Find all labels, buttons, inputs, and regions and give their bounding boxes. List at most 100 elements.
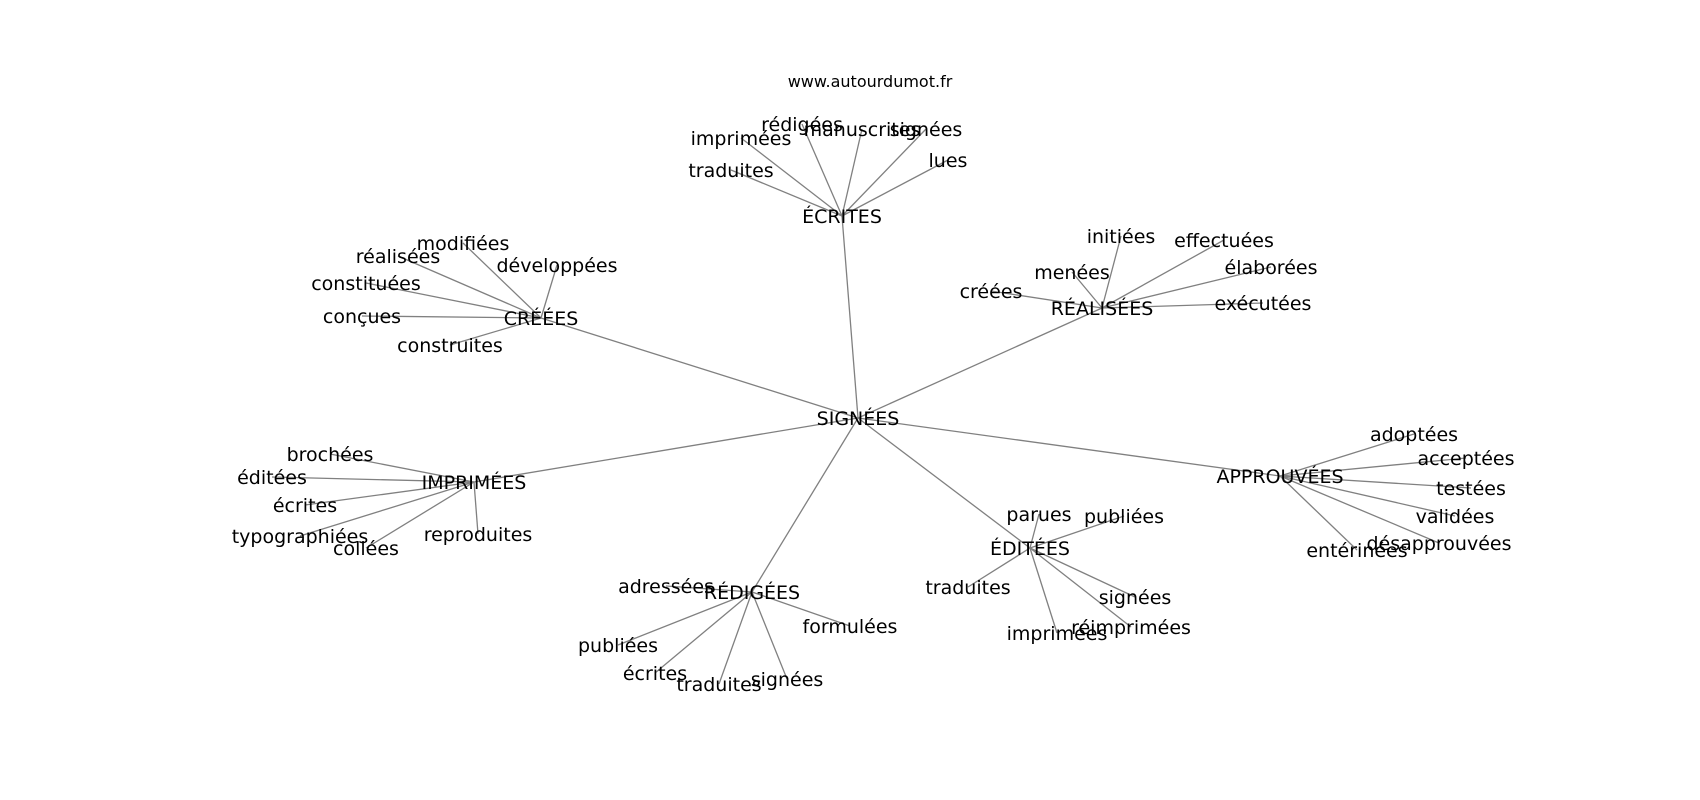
edge-cluster-to-leaf [1279,475,1358,551]
edge-cluster-to-leaf [540,264,558,319]
leaf-node-label: reproduites [424,524,533,546]
leaf-node-label: acceptées [1417,448,1514,470]
edge-cluster-to-leaf [473,481,479,535]
leaf-node-label: rédigées [761,114,843,136]
leaf-node-label: entérinées [1306,540,1407,562]
leaf-node-label: créées [960,281,1023,303]
leaf-node-label: désapprouvées [1367,533,1512,555]
edge-root-to-cluster [841,215,859,419]
leaf-node-label: testées [1436,478,1506,500]
leaf-node-label: réalisées [356,246,440,268]
leaf-node-label: signées [1099,587,1172,609]
edge-cluster-to-leaf [299,481,475,537]
leaf-node-label: traduites [676,674,761,696]
cluster-node-label: RÉDIGÉES [704,581,800,604]
edge-cluster-to-leaf [841,128,927,217]
edge-cluster-to-leaf [1279,475,1456,517]
edge-cluster-to-leaf [397,255,542,319]
leaf-node-label: écrites [273,495,337,517]
edge-cluster-to-leaf [1029,547,1132,628]
edge-cluster-to-leaf [361,315,542,319]
edge-cluster-to-leaf [740,137,843,217]
leaf-node-label: développées [497,255,618,277]
leaf-node-label: constituées [311,273,421,295]
edge-cluster-to-leaf [841,128,863,217]
edge-cluster-to-leaf [365,481,475,549]
edge-cluster-to-leaf [449,317,542,346]
edge-cluster-to-leaf [967,547,1031,588]
edge-root-to-cluster [857,307,1103,419]
edge-cluster-to-leaf [1101,235,1122,309]
leaf-node-label: éditées [237,467,307,489]
leaf-node-label: écrites [623,663,687,685]
edges-layer [271,123,1472,685]
leaf-node-label: parues [1006,504,1071,526]
leaf-node-label: exécutées [1215,293,1312,315]
leaf-node-label: réimprimées [1071,617,1191,639]
edge-cluster-to-leaf [1101,266,1272,309]
edge-cluster-to-leaf [1279,475,1440,544]
leaf-node-label: validées [1416,506,1495,528]
root-node-label: SIGNÉES [817,407,900,430]
leaf-node-label: adressées [618,576,714,598]
edge-root-to-cluster [540,317,859,419]
edge-cluster-to-leaf [718,591,753,685]
leaf-node-label: lues [929,150,968,172]
edge-cluster-to-leaf [665,585,753,593]
edge-cluster-to-leaf [841,159,949,217]
leaf-node-label: publiées [1084,506,1164,528]
edge-cluster-to-leaf [365,282,542,319]
cluster-node-label: IMPRIMÉES [422,471,527,494]
leaf-node-label: formulées [803,616,898,638]
cluster-node-label: RÉALISÉES [1051,297,1154,320]
leaf-node-label: signées [751,669,824,691]
cluster-node-label: ÉCRITES [802,205,882,228]
leaf-node-label: adoptées [1370,424,1458,446]
leaf-node-label: modifiées [417,233,510,255]
edge-root-to-cluster [473,417,859,483]
edge-cluster-to-leaf [730,169,843,217]
edge-root-to-cluster [857,417,1031,549]
edge-root-to-cluster [857,417,1281,477]
leaf-node-label: publiées [578,635,658,657]
edge-cluster-to-leaf [751,591,851,627]
edge-cluster-to-leaf [1029,515,1125,549]
leaf-node-label: traduites [925,577,1010,599]
edge-cluster-to-leaf [1101,302,1264,309]
leaf-node-label: élaborées [1225,257,1318,279]
edge-cluster-to-leaf [751,591,788,680]
leaf-node-label: construites [397,335,503,357]
watermark-text: www.autourdumot.fr [788,72,953,91]
leaf-node-label: imprimées [691,128,792,150]
edge-cluster-to-leaf [1279,457,1467,477]
leaf-node-label: signées [890,119,963,141]
leaf-node-label: collées [333,538,399,560]
edge-cluster-to-leaf [304,481,475,506]
cluster-node-label: ÉDITÉES [990,537,1070,560]
edge-cluster-to-leaf [1029,513,1040,549]
edge-cluster-to-leaf [990,290,1103,309]
edge-cluster-to-leaf [1101,239,1225,309]
leaf-node-label: initiées [1087,226,1156,248]
leaf-node-label: brochées [287,444,374,466]
leaf-node-label: effectuées [1174,230,1274,252]
leaf-node-label: menées [1034,262,1110,284]
leaf-node-label: typographiées [232,526,369,548]
edge-cluster-to-leaf [329,453,475,483]
edge-cluster-to-leaf [654,591,753,674]
edge-cluster-to-leaf [271,476,475,483]
cluster-node-label: CRÉÉES [504,307,579,330]
edge-cluster-to-leaf [1071,271,1103,309]
edge-cluster-to-leaf [1279,433,1415,477]
labels-layer: SIGNÉESÉCRITESrédigéesmanuscritessignées… [232,114,1515,696]
edge-cluster-to-leaf [462,242,542,319]
cluster-node-label: APPROUVÉES [1216,465,1343,488]
edge-cluster-to-leaf [617,591,753,646]
leaf-node-label: traduites [688,160,773,182]
edge-root-to-cluster [751,417,859,593]
leaf-node-label: manuscrites [804,119,921,141]
edge-cluster-to-leaf [1029,547,1058,634]
edge-cluster-to-leaf [1279,475,1472,489]
leaf-node-label: imprimées [1007,623,1108,645]
